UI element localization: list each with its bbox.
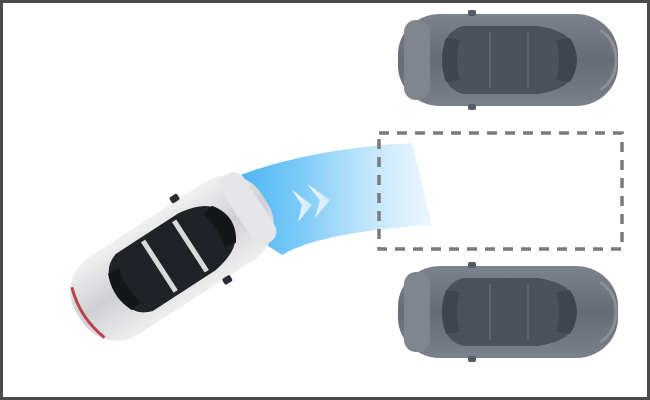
parked-car-bottom [396,260,620,364]
parked-car-top [396,8,620,112]
double-chevron-right-icon [292,184,330,222]
parking-assist-diagram [3,8,624,397]
